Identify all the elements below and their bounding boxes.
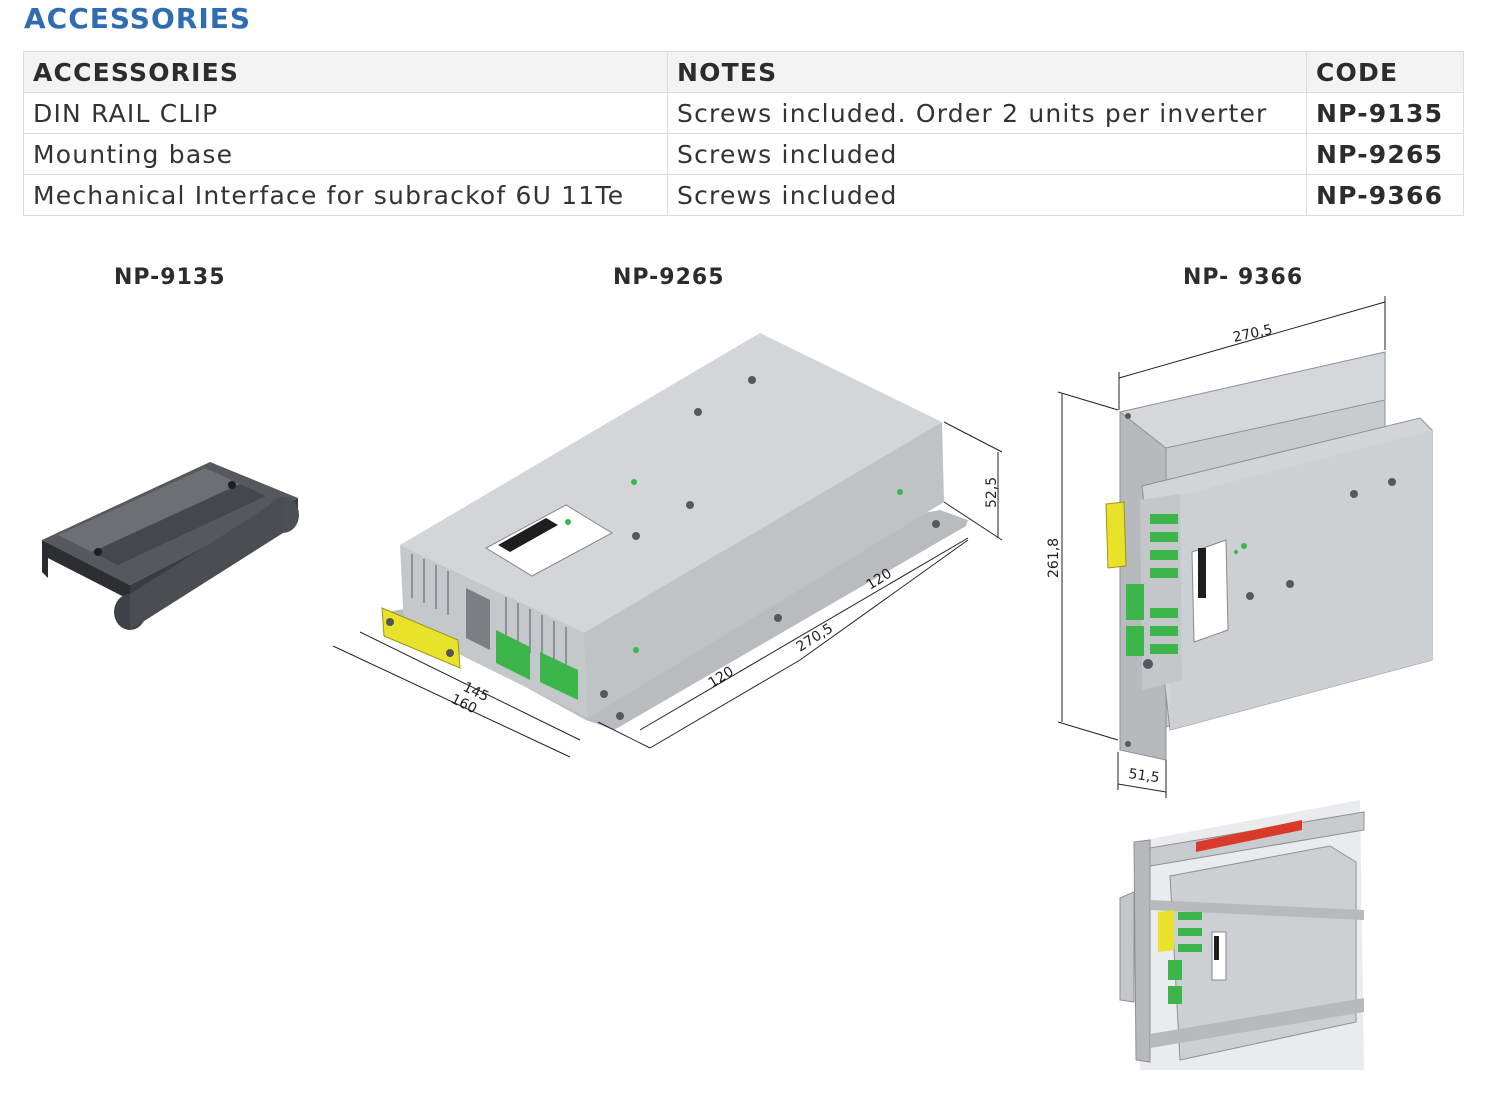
table-row: DIN RAIL CLIP Screws included. Order 2 u… <box>23 92 1464 134</box>
dim-height: 52,5 <box>984 477 1000 508</box>
section-title: ACCESSORIES <box>24 2 252 35</box>
header-notes: NOTES <box>667 51 1307 93</box>
notes-cell: Screws included <box>667 174 1307 216</box>
subrack-interface-icon: 270,5 261,8 51,5 <box>1046 296 1433 798</box>
notes-cell: Screws included. Order 2 units per inver… <box>667 92 1307 134</box>
header-accessories: ACCESSORIES <box>23 51 668 93</box>
accessory-cell: Mounting base <box>23 133 668 175</box>
product-label-np9366: NP- 9366 <box>1183 265 1304 290</box>
table-header-row: ACCESSORIES NOTES CODE <box>23 51 1464 93</box>
subrack-install-icon <box>1119 800 1365 1070</box>
code-cell: NP-9366 <box>1306 174 1464 216</box>
mounting-base-inverter-icon: 52,5 145 160 120 120 270,5 <box>332 333 1003 758</box>
dim-length: 270,5 <box>794 621 836 656</box>
header-code: CODE <box>1306 51 1464 93</box>
din-rail-clip-icon <box>42 462 299 630</box>
dim-top-length: 270,5 <box>1232 322 1275 346</box>
table-row: Mechanical Interface for subrackof 6U 11… <box>23 174 1464 216</box>
accessories-table: ACCESSORIES NOTES CODE DIN RAIL CLIP Scr… <box>23 51 1464 216</box>
accessory-cell: DIN RAIL CLIP <box>23 92 668 134</box>
accessory-cell: Mechanical Interface for subrackof 6U 11… <box>23 174 668 216</box>
product-label-np9135: NP-9135 <box>114 265 226 290</box>
dim-depth: 51,5 <box>1127 766 1160 786</box>
table-row: Mounting base Screws included NP-9265 <box>23 133 1464 175</box>
product-label-np9265: NP-9265 <box>613 265 725 290</box>
code-cell: NP-9265 <box>1306 133 1464 175</box>
dim-subrack-height: 261,8 <box>1046 538 1062 578</box>
